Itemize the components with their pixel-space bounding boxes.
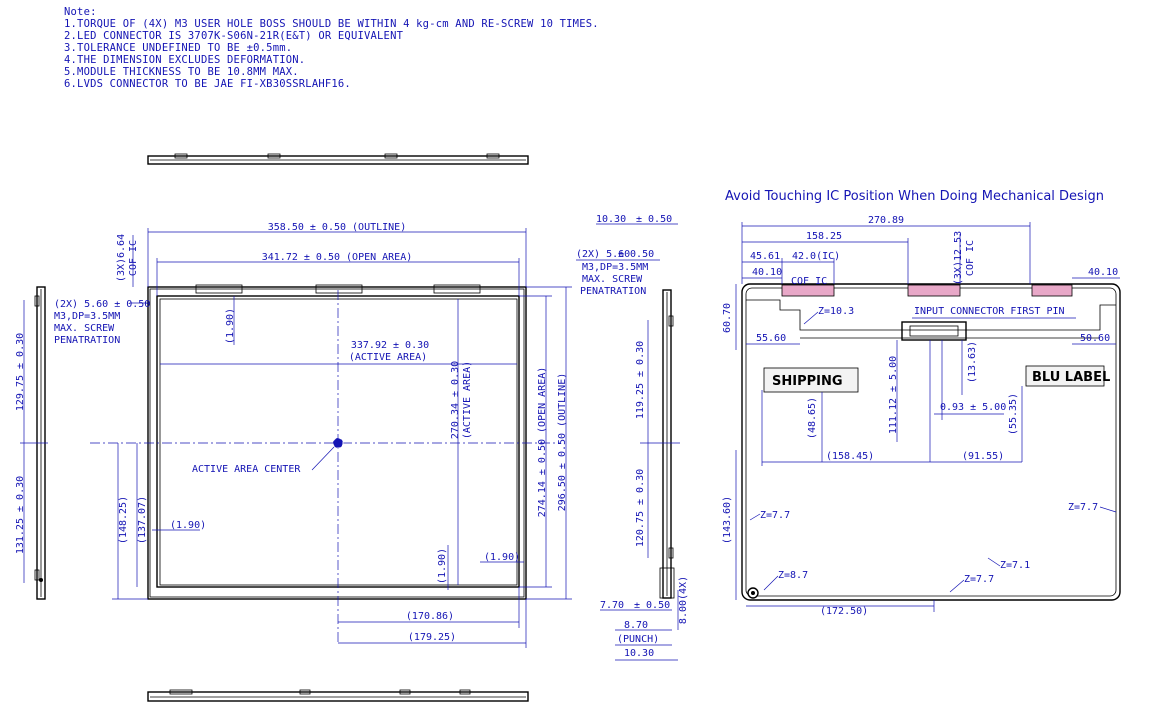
- active-height-dim: 270.34 ± 0.30: [450, 361, 461, 439]
- open-height-dim: 274.14 ± 0.50 (OPEN AREA): [537, 367, 548, 518]
- back-z103: Z=10.3: [818, 306, 854, 317]
- notes-block: Note: 1.TORQUE OF (4X) M3 USER HOLE BOSS…: [64, 6, 599, 90]
- side-870-dim: 8.70: [624, 620, 648, 631]
- blu-label-box: [1025, 365, 1105, 387]
- cof-label: COF IC: [128, 240, 139, 276]
- side-120-dim: 120.75 ± 0.30: [635, 469, 646, 547]
- hole-m3: M3,DP=3.5MM: [54, 311, 120, 322]
- back-5560-dim: 55.60: [756, 333, 786, 344]
- back-z77b: Z=7.7: [1068, 502, 1098, 513]
- back-158-dim: 158.25: [806, 231, 842, 242]
- back-4865-dim: (48.65): [807, 397, 818, 439]
- back-6070-dim: 60.70: [722, 303, 733, 333]
- active-height-label: (ACTIVE AREA): [462, 361, 473, 439]
- back-093-dim: 0.93 ± 5.00: [940, 402, 1006, 413]
- back-z87: Z=8.7: [778, 570, 808, 581]
- back-z77c: Z=7.7: [964, 574, 994, 585]
- side-770-dim: 7.70: [600, 600, 624, 611]
- note-4: 4.THE DIMENSION EXCLUDES DEFORMATION.: [64, 54, 306, 66]
- right-side-view: 10.30 ± 0.50 (2X) 5.60 ± 0.50 M3,DP=3.5M…: [576, 214, 689, 661]
- back-1363-dim: (13.63): [967, 341, 978, 383]
- back-15845-dim: (158.45): [826, 451, 874, 462]
- note-1: 1.TORQUE OF (4X) M3 USER HOLE BOSS SHOUL…: [64, 18, 599, 30]
- back-1112-dim: 111.12 ± 5.00: [888, 356, 899, 434]
- note-5: 5.MODULE THICKNESS TO BE 10.8MM MAX.: [64, 66, 299, 78]
- shipping-label: SHIPPING: [772, 374, 843, 389]
- back-input-connector: INPUT CONNECTOR FIRST PIN: [914, 306, 1065, 317]
- back-title: Avoid Touching IC Position When Doing Me…: [725, 189, 1104, 204]
- note-2: 2.LED CONNECTOR IS 3707K-S06N-21R(E&T) O…: [64, 30, 404, 42]
- back-z77a: Z=7.7: [760, 510, 790, 521]
- height-148-dim: (148.25): [118, 496, 129, 544]
- back-9155-dim: (91.55): [962, 451, 1004, 462]
- gap-top-dim: (1.90): [225, 308, 236, 344]
- back-cof-label: COF IC: [791, 276, 827, 287]
- front-view: 358.50 ± 0.50 (OUTLINE) 341.72 ± 0.50 (O…: [54, 222, 572, 648]
- hole-dim: (2X) 5.60 ± 0.50: [54, 299, 150, 310]
- side-punch: (PUNCH): [617, 634, 659, 645]
- outline-height-dim: 296.50 ± 0.50 (OUTLINE): [557, 373, 568, 511]
- hole-screw: MAX. SCREW: [54, 323, 115, 334]
- back-17250-dim: (172.50): [820, 606, 868, 617]
- active-width-label: (ACTIVE AREA): [349, 352, 427, 363]
- gap-right-dim: (1.90): [484, 552, 520, 563]
- left-bottom-dim: 131.25 ± 0.30: [15, 476, 26, 554]
- back-4010a-dim: 40.10: [752, 267, 782, 278]
- side-m3: M3,DP=3.5MM: [582, 262, 648, 273]
- shipping-label-box: [763, 367, 859, 393]
- left-top-dim: 129.75 ± 0.30: [15, 333, 26, 411]
- blu-label: BLU LABEL: [1032, 370, 1110, 385]
- outline-width-dim: 358.50 ± 0.50 (OUTLINE): [268, 222, 406, 233]
- back-4010b-dim: 40.10: [1088, 267, 1118, 278]
- active-width-dim: 337.92 ± 0.30: [351, 340, 429, 351]
- gap-bottom-dim: (1.90): [437, 548, 448, 584]
- side-119-dim: 119.25 ± 0.30: [635, 341, 646, 419]
- left-side-view: 129.75 ± 0.30 131.25 ± 0.30: [15, 286, 48, 600]
- side-770-tol: ± 0.50: [634, 600, 670, 611]
- back-cof-3x-label: COF IC: [965, 240, 976, 276]
- open-area-width-dim: 341.72 ± 0.50 (OPEN AREA): [262, 252, 413, 263]
- back-view: Avoid Touching IC Position When Doing Me…: [722, 189, 1121, 617]
- back-5060-dim: 50.60: [1080, 333, 1110, 344]
- top-edge-view: [147, 153, 529, 165]
- side-thickness-tol: ± 0.50: [636, 214, 672, 225]
- back-5535-dim: (55.35): [1008, 393, 1019, 435]
- width-170-dim: (170.86): [406, 611, 454, 622]
- height-137-dim: (137.07): [137, 496, 148, 544]
- back-420-dim: 42.0(IC): [792, 251, 840, 262]
- bottom-edge-view: [147, 689, 529, 702]
- side-hole-tol: ± 0.50: [618, 249, 654, 260]
- hole-penetration: PENATRATION: [54, 335, 120, 346]
- side-800-dim: 8.00(4X): [678, 576, 689, 624]
- back-z71: Z=7.1: [1000, 560, 1030, 571]
- note-3: 3.TOLERANCE UNDEFINED TO BE ±0.5mm.: [64, 42, 293, 54]
- side-hole-dim: (2X) 5.60: [576, 249, 630, 260]
- back-cof-3x-dim: (3X)12.53: [953, 231, 964, 285]
- side-1030b-dim: 10.30: [624, 648, 654, 659]
- gap-left-dim: (1.90): [170, 520, 206, 531]
- note-6: 6.LVDS CONNECTOR TO BE JAE FI-XB30SSRLAH…: [64, 78, 351, 90]
- cof-dim: (3X)6.64: [116, 234, 127, 282]
- side-thickness-dim: 10.30: [596, 214, 626, 225]
- side-screw: MAX. SCREW: [582, 274, 643, 285]
- width-179-dim: (179.25): [408, 632, 456, 643]
- notes-heading: Note:: [64, 6, 97, 18]
- back-14360-dim: (143.60): [722, 496, 733, 544]
- active-area-center-label: ACTIVE AREA CENTER: [192, 464, 301, 475]
- back-270-dim: 270.89: [868, 215, 904, 226]
- back-4561-dim: 45.61: [750, 251, 780, 262]
- side-penetration: PENATRATION: [580, 286, 646, 297]
